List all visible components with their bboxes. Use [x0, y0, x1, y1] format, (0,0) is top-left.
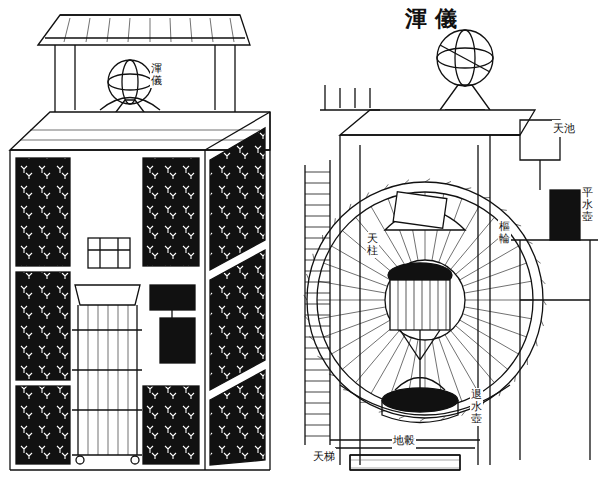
wheel-spoke — [464, 281, 531, 293]
wheel-bucket — [465, 188, 471, 189]
wheel-bucket — [527, 359, 528, 365]
wheel-bucket — [334, 218, 336, 224]
wheel-bucket — [399, 416, 405, 418]
wheel-bucket — [425, 179, 430, 182]
wheel-spoke — [463, 263, 527, 286]
stair-step — [305, 194, 330, 195]
wheel-bucket — [304, 295, 307, 300]
wheel-spoke — [456, 326, 508, 370]
stair-step — [305, 326, 330, 327]
wheel-bucket — [360, 402, 366, 403]
wheel-bucket — [527, 241, 532, 244]
wheel-spoke — [465, 300, 533, 301]
stair-step — [305, 271, 330, 272]
wheel-bucket — [309, 337, 314, 341]
stair-step — [305, 359, 330, 360]
wheel-bucket — [317, 356, 322, 359]
wheel-bucket — [306, 274, 308, 280]
stair-step — [305, 260, 330, 261]
wheel-bucket — [541, 280, 545, 284]
stair-step — [305, 392, 330, 393]
stair-step — [305, 172, 330, 173]
wheel-bucket — [329, 374, 335, 376]
wheel-bucket — [385, 184, 389, 189]
title: 渾儀 — [405, 4, 465, 34]
wheel-spoke — [460, 320, 519, 354]
wheel-bucket — [541, 320, 543, 326]
part-label: 退水壺 — [470, 388, 483, 426]
stair-step — [305, 381, 330, 382]
stair-step — [305, 436, 330, 437]
part-label: 天梯 — [312, 448, 336, 465]
stair-step — [305, 238, 330, 239]
part-label: 渾儀 — [150, 62, 163, 88]
wheel-spoke — [371, 335, 405, 394]
stair-step — [305, 205, 330, 206]
wheel-spoke — [342, 231, 394, 275]
wheel-bucket — [484, 197, 490, 198]
wheel-spoke — [331, 320, 390, 354]
wheel-spoke — [451, 331, 495, 383]
stair-step — [305, 216, 330, 217]
wheel-bucket — [462, 411, 466, 416]
wheel-spoke — [324, 263, 388, 286]
wheel-bucket — [514, 376, 516, 382]
stair-step — [305, 183, 330, 184]
wheel-bucket — [536, 260, 541, 264]
wheel-bucket — [515, 224, 521, 226]
wheel-bucket — [349, 204, 351, 210]
stair-step — [305, 403, 330, 404]
wheel-spoke — [464, 307, 531, 319]
wheel-spoke — [331, 246, 390, 280]
stair-step — [305, 249, 330, 250]
wheel-bucket — [501, 209, 507, 211]
wheel-spoke — [317, 300, 385, 301]
wheel-spoke — [356, 331, 400, 383]
part-label: 樞輪 — [498, 220, 511, 246]
wheel-bucket — [322, 235, 323, 241]
wheel-spoke — [463, 314, 527, 337]
wheel-spoke — [445, 335, 479, 394]
wheel-spoke — [342, 326, 394, 370]
stair-step — [305, 425, 330, 426]
wheel-spoke — [460, 246, 519, 280]
stair-step — [305, 414, 330, 415]
wheel-bucket — [445, 181, 451, 183]
wheel-spoke — [324, 314, 388, 337]
wheel-bucket — [536, 340, 537, 346]
wheel-bucket — [543, 300, 546, 305]
wheel-bucket — [420, 418, 425, 421]
wheel-spoke — [319, 281, 386, 293]
stair-step — [305, 227, 330, 228]
wheel-bucket — [405, 180, 409, 184]
wheel-bucket — [305, 316, 309, 320]
part-label: 地轂 — [392, 432, 416, 449]
wheel-spoke — [445, 206, 479, 265]
wheel-spoke — [319, 307, 386, 319]
part-label: 天柱 — [366, 232, 379, 258]
stair-step — [305, 337, 330, 338]
wheel-bucket — [366, 192, 369, 197]
part-label: 平水壺 — [581, 186, 594, 224]
wheel-bucket — [313, 254, 314, 260]
part-label: 天池 — [552, 120, 576, 137]
stair-step — [305, 370, 330, 371]
